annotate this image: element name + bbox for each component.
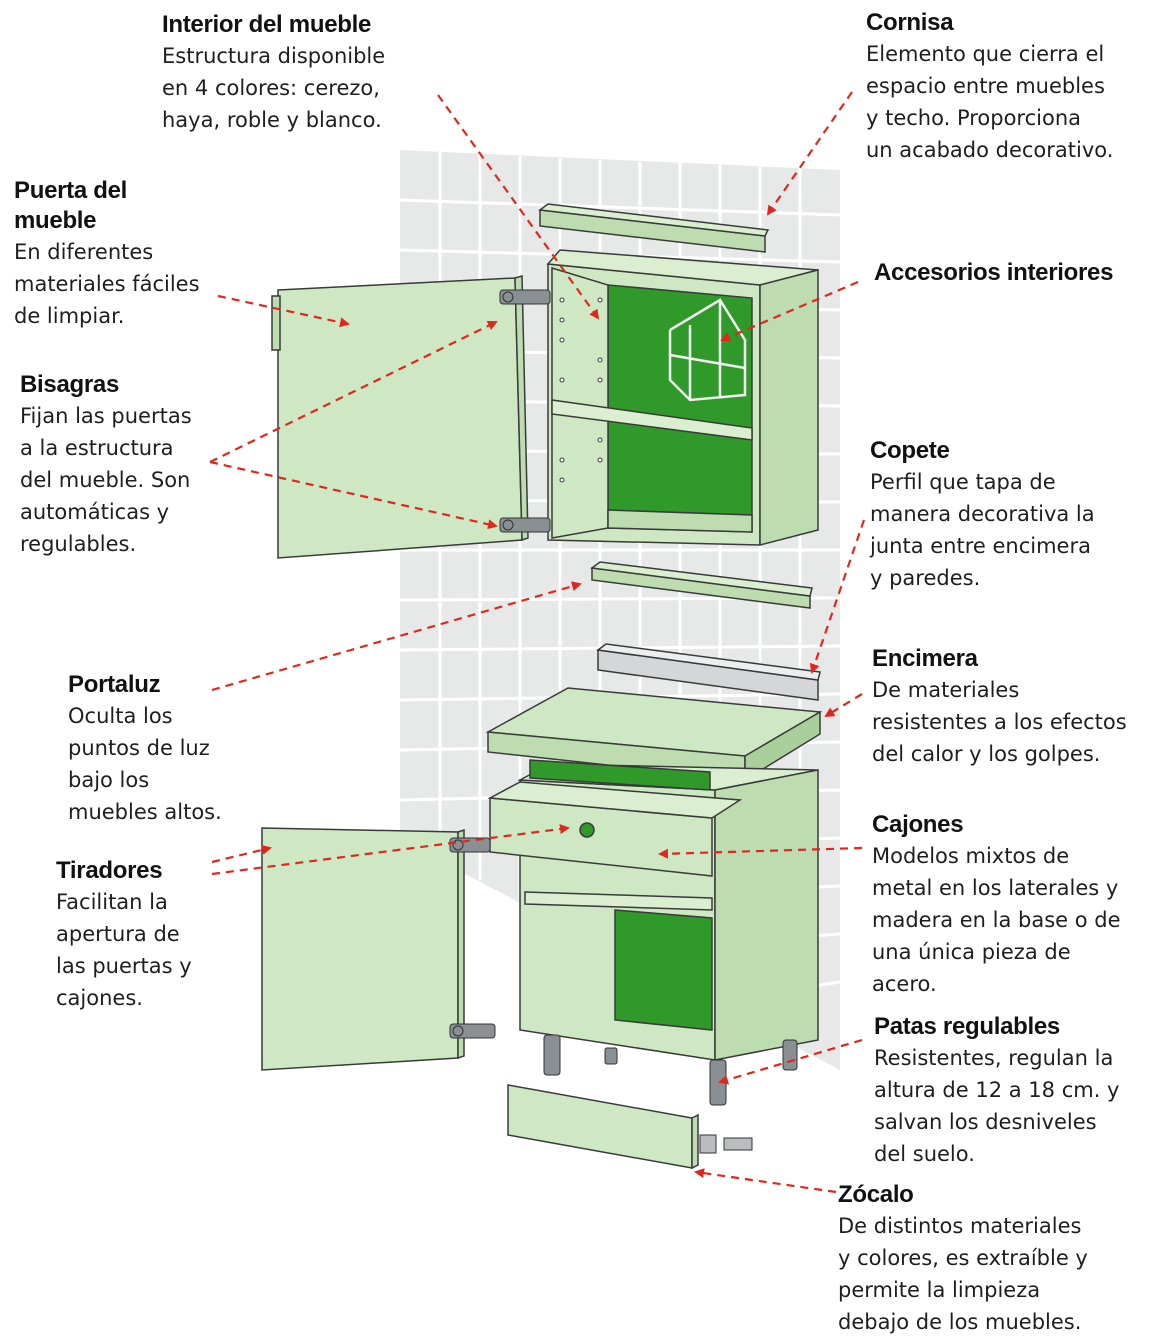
label-accesorios-title: Accesorios interiores: [874, 259, 1114, 286]
label-encimera: Encimera De materiales resistentes a los…: [872, 644, 1127, 770]
upper-hinges: [499, 289, 551, 533]
zocalo-clips: [699, 1134, 753, 1154]
upper-cabinet: [546, 249, 819, 546]
label-tiradores-desc: Facilitan la apertura de las puertas y c…: [56, 890, 192, 1010]
portaluz-piece: [590, 561, 813, 609]
label-copete: Copete Perfil que tapa de manera decorat…: [870, 436, 1095, 594]
zocalo-piece: [507, 1084, 699, 1170]
arrow-patas: [718, 1038, 863, 1085]
copete-piece: [596, 643, 821, 701]
arrow-zocalo: [694, 1168, 837, 1194]
label-portaluz: Portaluz Oculta los puntos de luz bajo l…: [68, 670, 222, 828]
label-accesorios: Accesorios interiores: [874, 258, 1113, 288]
encimera-piece: [485, 687, 823, 782]
upper-door: [271, 275, 529, 559]
label-bisagras-desc: Fijan las puertas a la estructura del mu…: [20, 404, 192, 556]
arrow-portaluz: [211, 581, 582, 692]
arrow-accesorios: [720, 280, 859, 342]
label-cornisa-title: Cornisa: [866, 9, 954, 36]
label-copete-desc: Perfil que tapa de manera decorativa la …: [870, 470, 1095, 590]
label-cajones-desc: Modelos mixtos de metal en los laterales…: [872, 844, 1121, 996]
label-interior: Interior del mueble Estructura disponibl…: [162, 10, 385, 136]
adjustable-legs: [543, 1034, 798, 1106]
label-zocalo: Zócalo De distintos materiales y colores…: [838, 1180, 1088, 1338]
arrow-cajones: [658, 846, 863, 859]
label-puerta: Puerta del mueble En diferentes material…: [14, 176, 200, 332]
label-puerta-desc: En diferentes materiales fáciles de limp…: [14, 240, 200, 328]
arrow-cornisa: [766, 91, 853, 216]
label-encimera-title: Encimera: [872, 645, 978, 672]
label-cajones: Cajones Modelos mixtos de metal en los l…: [872, 810, 1121, 1000]
arrow-tiradores-top: [211, 845, 272, 864]
arrow-copete: [809, 519, 866, 674]
wire-rack: [668, 298, 747, 402]
label-patas: Patas regulables Resistentes, regulan la…: [874, 1012, 1119, 1170]
drawer: [487, 781, 743, 877]
label-tiradores-title: Tiradores: [56, 857, 163, 884]
arrow-bisagras-bottom: [209, 460, 498, 530]
base-cabinet: [517, 759, 819, 1061]
lower-hinges: [449, 837, 496, 1039]
label-tiradores: Tiradores Facilitan la apertura de las p…: [56, 856, 192, 1014]
label-copete-title: Copete: [870, 437, 950, 464]
arrow-bisagras-top: [209, 321, 498, 463]
arrow-interior: [437, 94, 600, 320]
arrow-tiradores-bottom: [211, 824, 570, 876]
lower-door: [261, 827, 465, 1071]
label-cornisa-desc: Elemento que cierra el espacio entre mue…: [866, 42, 1114, 162]
label-bisagras-title: Bisagras: [20, 371, 119, 398]
cornisa-piece: [538, 203, 770, 253]
label-cajones-title: Cajones: [872, 811, 964, 838]
label-bisagras: Bisagras Fijan las puertas a la estructu…: [20, 370, 192, 560]
label-patas-title: Patas regulables: [874, 1013, 1060, 1040]
label-zocalo-title: Zócalo: [838, 1181, 914, 1208]
label-interior-desc: Estructura disponible en 4 colores: cere…: [162, 44, 386, 132]
label-patas-desc: Resistentes, regulan la altura de 12 a 1…: [874, 1046, 1120, 1166]
label-cornisa: Cornisa Elemento que cierra el espacio e…: [866, 8, 1113, 166]
label-zocalo-desc: De distintos materiales y colores, es ex…: [838, 1214, 1088, 1334]
label-puerta-title: Puerta del mueble: [14, 177, 128, 234]
leader-arrows: [209, 91, 866, 1194]
label-interior-title: Interior del mueble: [162, 11, 372, 38]
label-encimera-desc: De materiales resistentes a los efectos …: [872, 678, 1127, 766]
label-portaluz-desc: Oculta los puntos de luz bajo los mueble…: [68, 704, 222, 824]
label-portaluz-title: Portaluz: [68, 671, 161, 698]
arrow-encimera: [824, 693, 863, 718]
